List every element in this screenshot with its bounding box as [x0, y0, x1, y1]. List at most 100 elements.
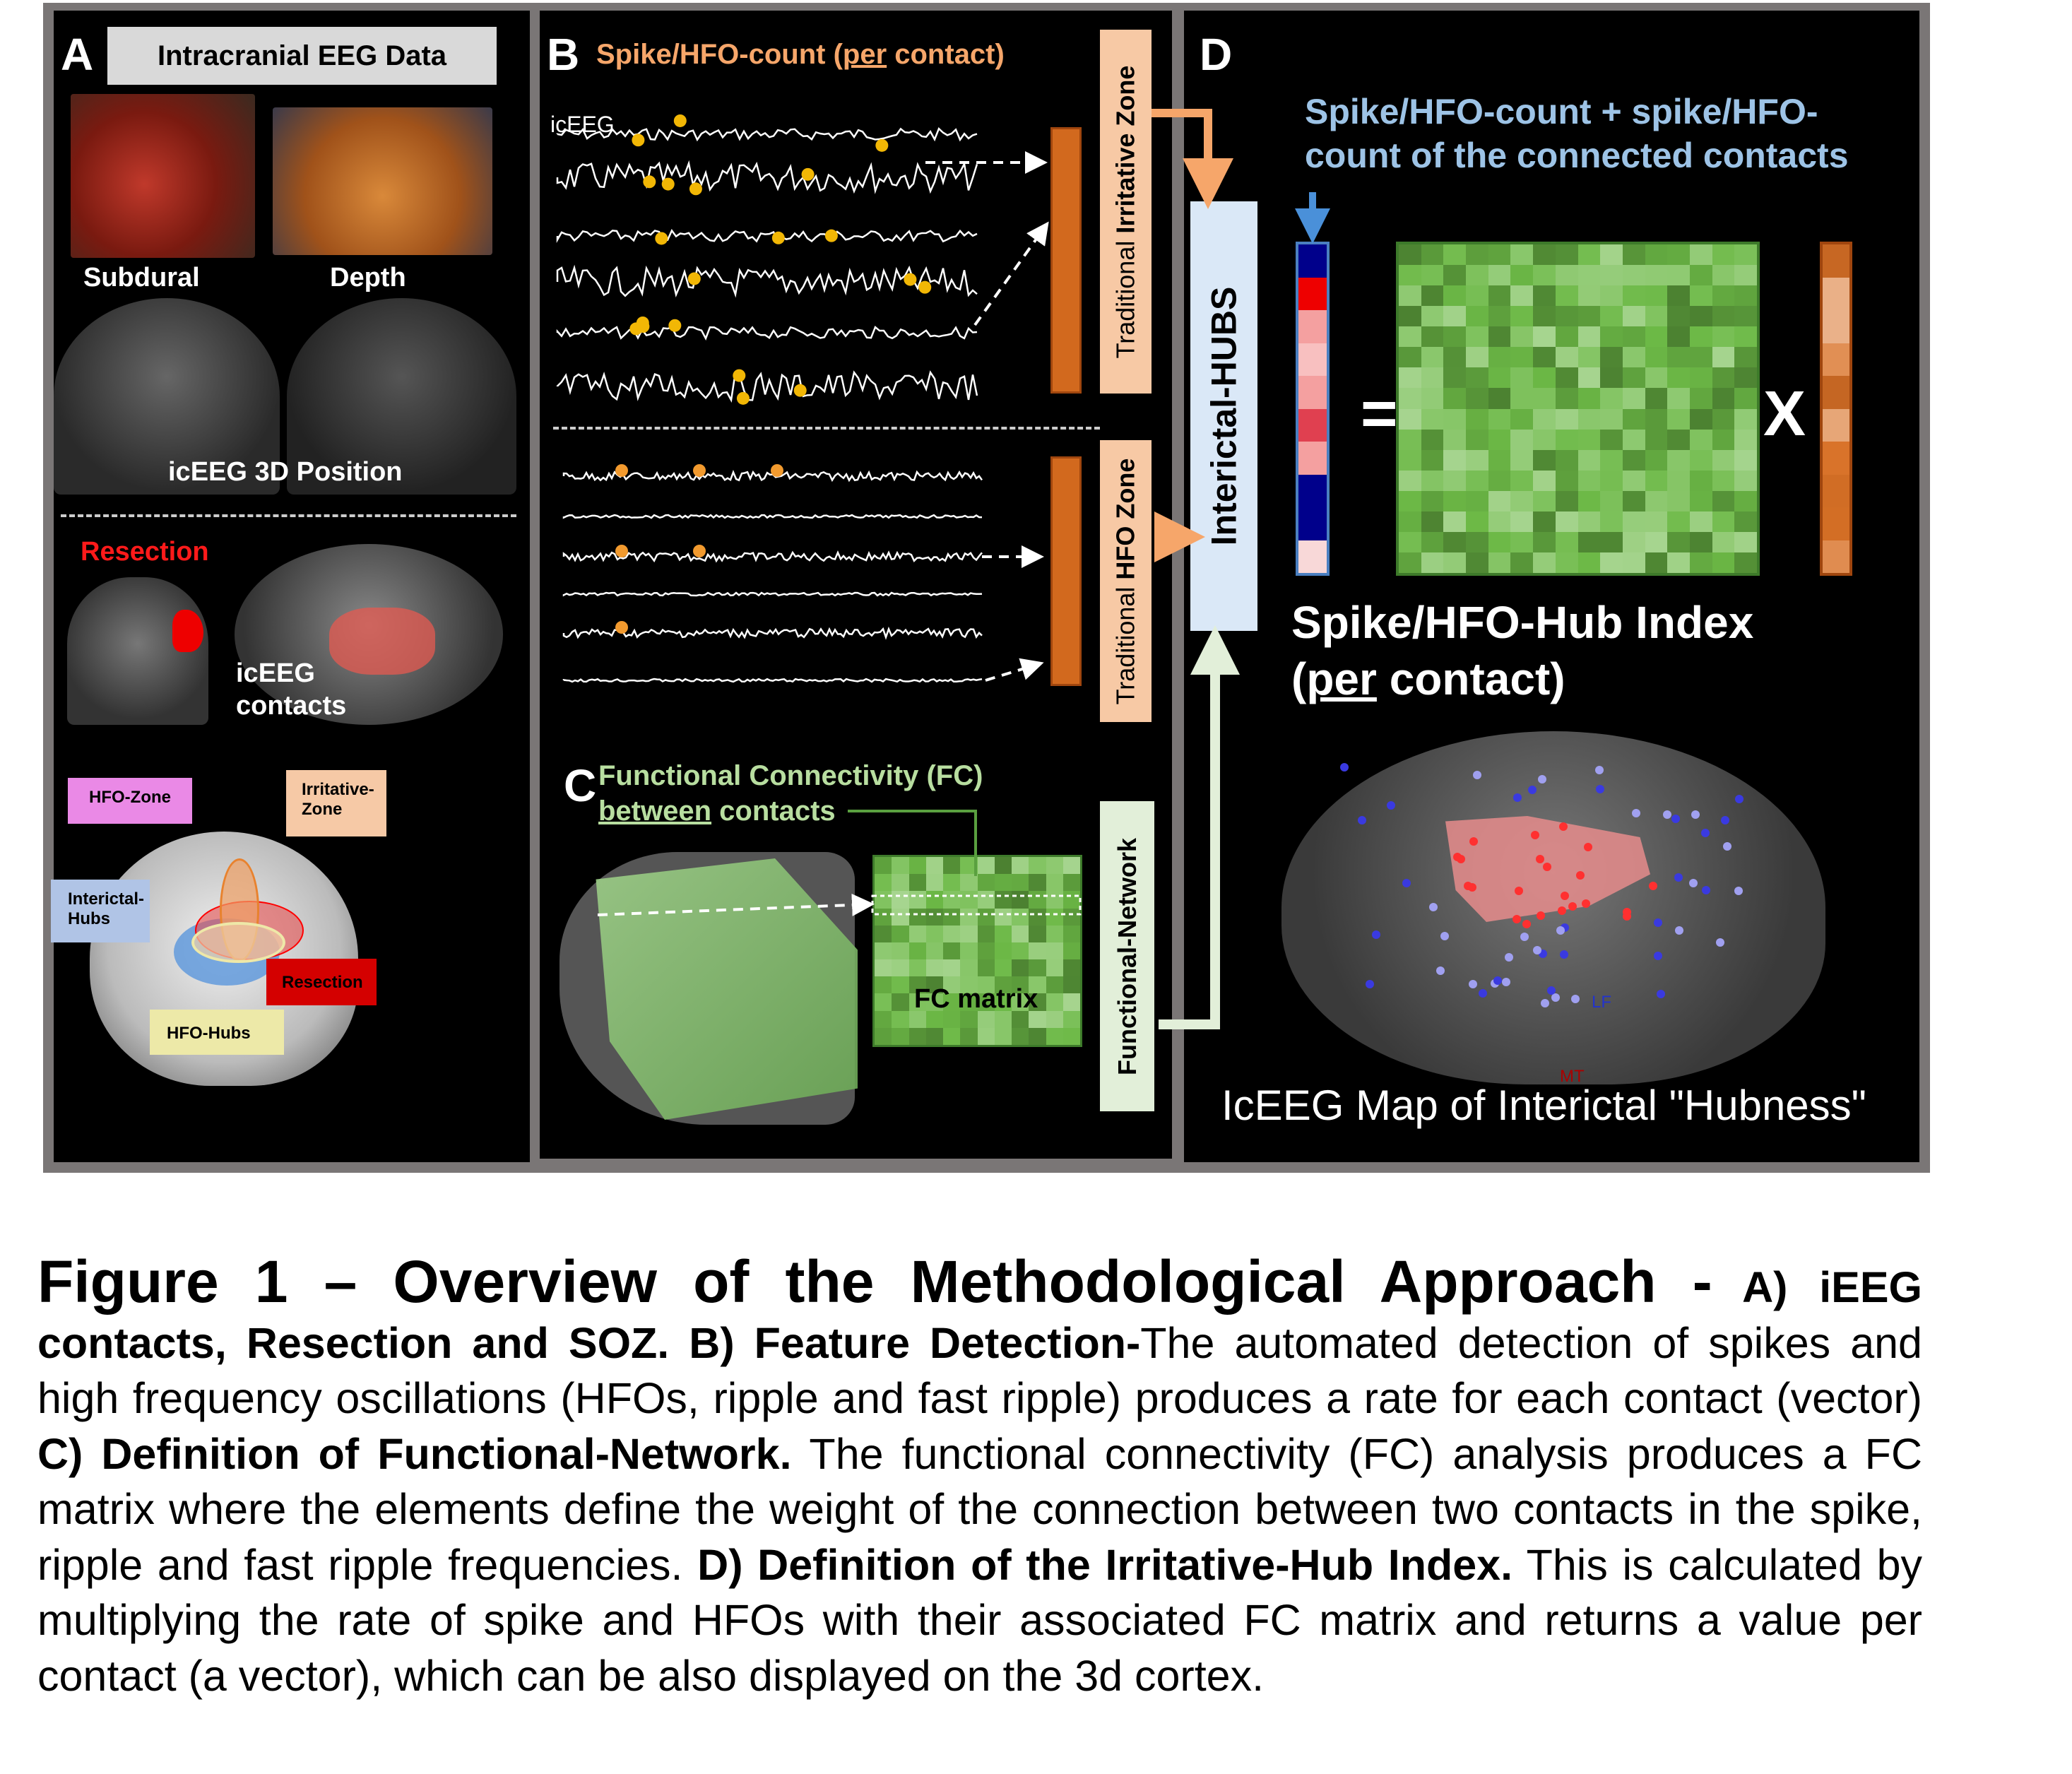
- contact-dot: [1702, 886, 1711, 895]
- matrix-cell: [1622, 347, 1645, 368]
- matrix-cell: [1533, 265, 1556, 286]
- fc-matrix-cell: [943, 959, 961, 977]
- fc-matrix-cell: [925, 874, 943, 892]
- vector-cell: [1298, 474, 1327, 507]
- matrix-cell: [1443, 326, 1467, 348]
- matrix-cell: [1533, 429, 1556, 450]
- contacts-label-line1: icEEG: [236, 658, 315, 688]
- matrix-cell: [1600, 470, 1623, 491]
- matrix-cell: [1466, 326, 1488, 348]
- fc-matrix-cell: [908, 891, 926, 909]
- matrix-cell: [1488, 490, 1511, 511]
- contact-dot: [1436, 966, 1445, 976]
- fc-matrix-cell: [994, 1027, 1012, 1045]
- matrix-cell: [1488, 285, 1511, 307]
- panel-d-title: Spike/HFO-count + spike/HFO-count of the…: [1305, 90, 1849, 177]
- matrix-cell: [1443, 285, 1467, 307]
- fc-matrix-cell: [875, 891, 892, 909]
- contact-dot: [1568, 902, 1577, 911]
- matrix-cell: [1622, 408, 1645, 430]
- matrix-cell: [1577, 511, 1601, 532]
- matrix-cell: [1667, 470, 1690, 491]
- fc-matrix-cell: [925, 959, 943, 977]
- matrix-cell: [1734, 531, 1757, 552]
- fc-matrix-cell: [892, 1010, 909, 1028]
- matrix-cell: [1510, 470, 1534, 491]
- matrix-cell: [1466, 367, 1488, 389]
- fc-matrix-cell: [1012, 925, 1029, 942]
- contact-dot: [1596, 785, 1605, 794]
- matrix-cell: [1488, 552, 1511, 573]
- matrix-cell: [1466, 511, 1488, 532]
- vector-cell: [1823, 507, 1849, 540]
- contact-dot: [1576, 870, 1585, 880]
- matrix-cell: [1443, 531, 1467, 552]
- fc-matrix-cell: [1046, 874, 1063, 892]
- panel-c-letter: C: [564, 760, 597, 811]
- fc-matrix-cell: [908, 925, 926, 942]
- panel-d: D Spike/HFO-count + spike/HFO-count of t…: [1184, 11, 1919, 1162]
- contact-dot: [1559, 950, 1568, 959]
- contact-dot: [1556, 926, 1565, 935]
- fc-matrix-cell: [1046, 891, 1063, 909]
- fc-matrix-cell: [1062, 976, 1080, 994]
- matrix-cell: [1600, 511, 1623, 532]
- contact-dot: [1560, 891, 1569, 900]
- matrix-cell: [1533, 490, 1556, 511]
- spike-dot: [733, 369, 746, 382]
- matrix-cell: [1510, 265, 1534, 286]
- matrix-cell: [1555, 449, 1578, 471]
- contact-dot: [1469, 837, 1479, 846]
- vector-cell: [1823, 442, 1849, 475]
- depth-3d-brain: [287, 298, 516, 495]
- fc-matrix-cell: [925, 891, 943, 909]
- contact-dot: [1734, 795, 1744, 804]
- matrix-cell: [1712, 244, 1735, 266]
- matrix-cell: [1555, 244, 1578, 266]
- fc-matrix-cell: [1029, 1027, 1046, 1045]
- matrix-cell: [1555, 490, 1578, 511]
- matrix-cell: [1712, 347, 1735, 368]
- matrix-cell: [1421, 490, 1444, 511]
- matrix-cell: [1399, 408, 1421, 430]
- hfo-zone-tag: HFO-Zone: [68, 778, 192, 824]
- fc-matrix-cell: [994, 874, 1012, 892]
- matrix-cell: [1488, 511, 1511, 532]
- spike-dot: [824, 229, 838, 242]
- irritative-zone-tag: Irritative-Zone: [286, 770, 386, 836]
- matrix-cell: [1533, 449, 1556, 471]
- fc-matrix-cell: [960, 908, 978, 926]
- matrix-cell: [1533, 552, 1556, 573]
- contact-dot: [1531, 830, 1540, 839]
- matrix-cell: [1533, 408, 1556, 430]
- matrix-cell: [1466, 552, 1488, 573]
- matrix-cell: [1399, 490, 1421, 511]
- contact-dot: [1365, 980, 1374, 989]
- dashed-arrow: [597, 893, 875, 916]
- fc-matrix-cell: [1029, 976, 1046, 994]
- panel-a: A Intracranial EEG Data Subdural Depth i…: [51, 11, 530, 1162]
- matrix-cell: [1577, 552, 1601, 573]
- fc-matrix-cell: [1046, 1027, 1063, 1045]
- fc-matrix-cell: [1062, 891, 1080, 909]
- matrix-cell: [1555, 306, 1578, 327]
- fc-matrix-cell: [994, 942, 1012, 960]
- matrix-cell: [1533, 244, 1556, 266]
- fc-matrix-cell: [960, 976, 978, 994]
- matrix-cell: [1421, 511, 1444, 532]
- matrix-cell: [1600, 388, 1623, 409]
- spike-dot: [801, 167, 815, 181]
- fc-matrix-cell: [925, 993, 943, 1011]
- contact-dot: [1547, 986, 1556, 995]
- matrix-cell: [1421, 285, 1444, 307]
- matrix-cell: [1510, 326, 1534, 348]
- matrix-cell: [1645, 265, 1668, 286]
- matrix-cell: [1466, 408, 1488, 430]
- matrix-cell: [1622, 449, 1645, 471]
- fc-matrix-cell: [1062, 908, 1080, 926]
- spike-dot: [904, 273, 917, 286]
- contact-dot: [1528, 785, 1537, 794]
- spike-dot: [673, 114, 687, 127]
- fc-matrix-cell: [1012, 1010, 1029, 1028]
- matrix-cell: [1712, 490, 1735, 511]
